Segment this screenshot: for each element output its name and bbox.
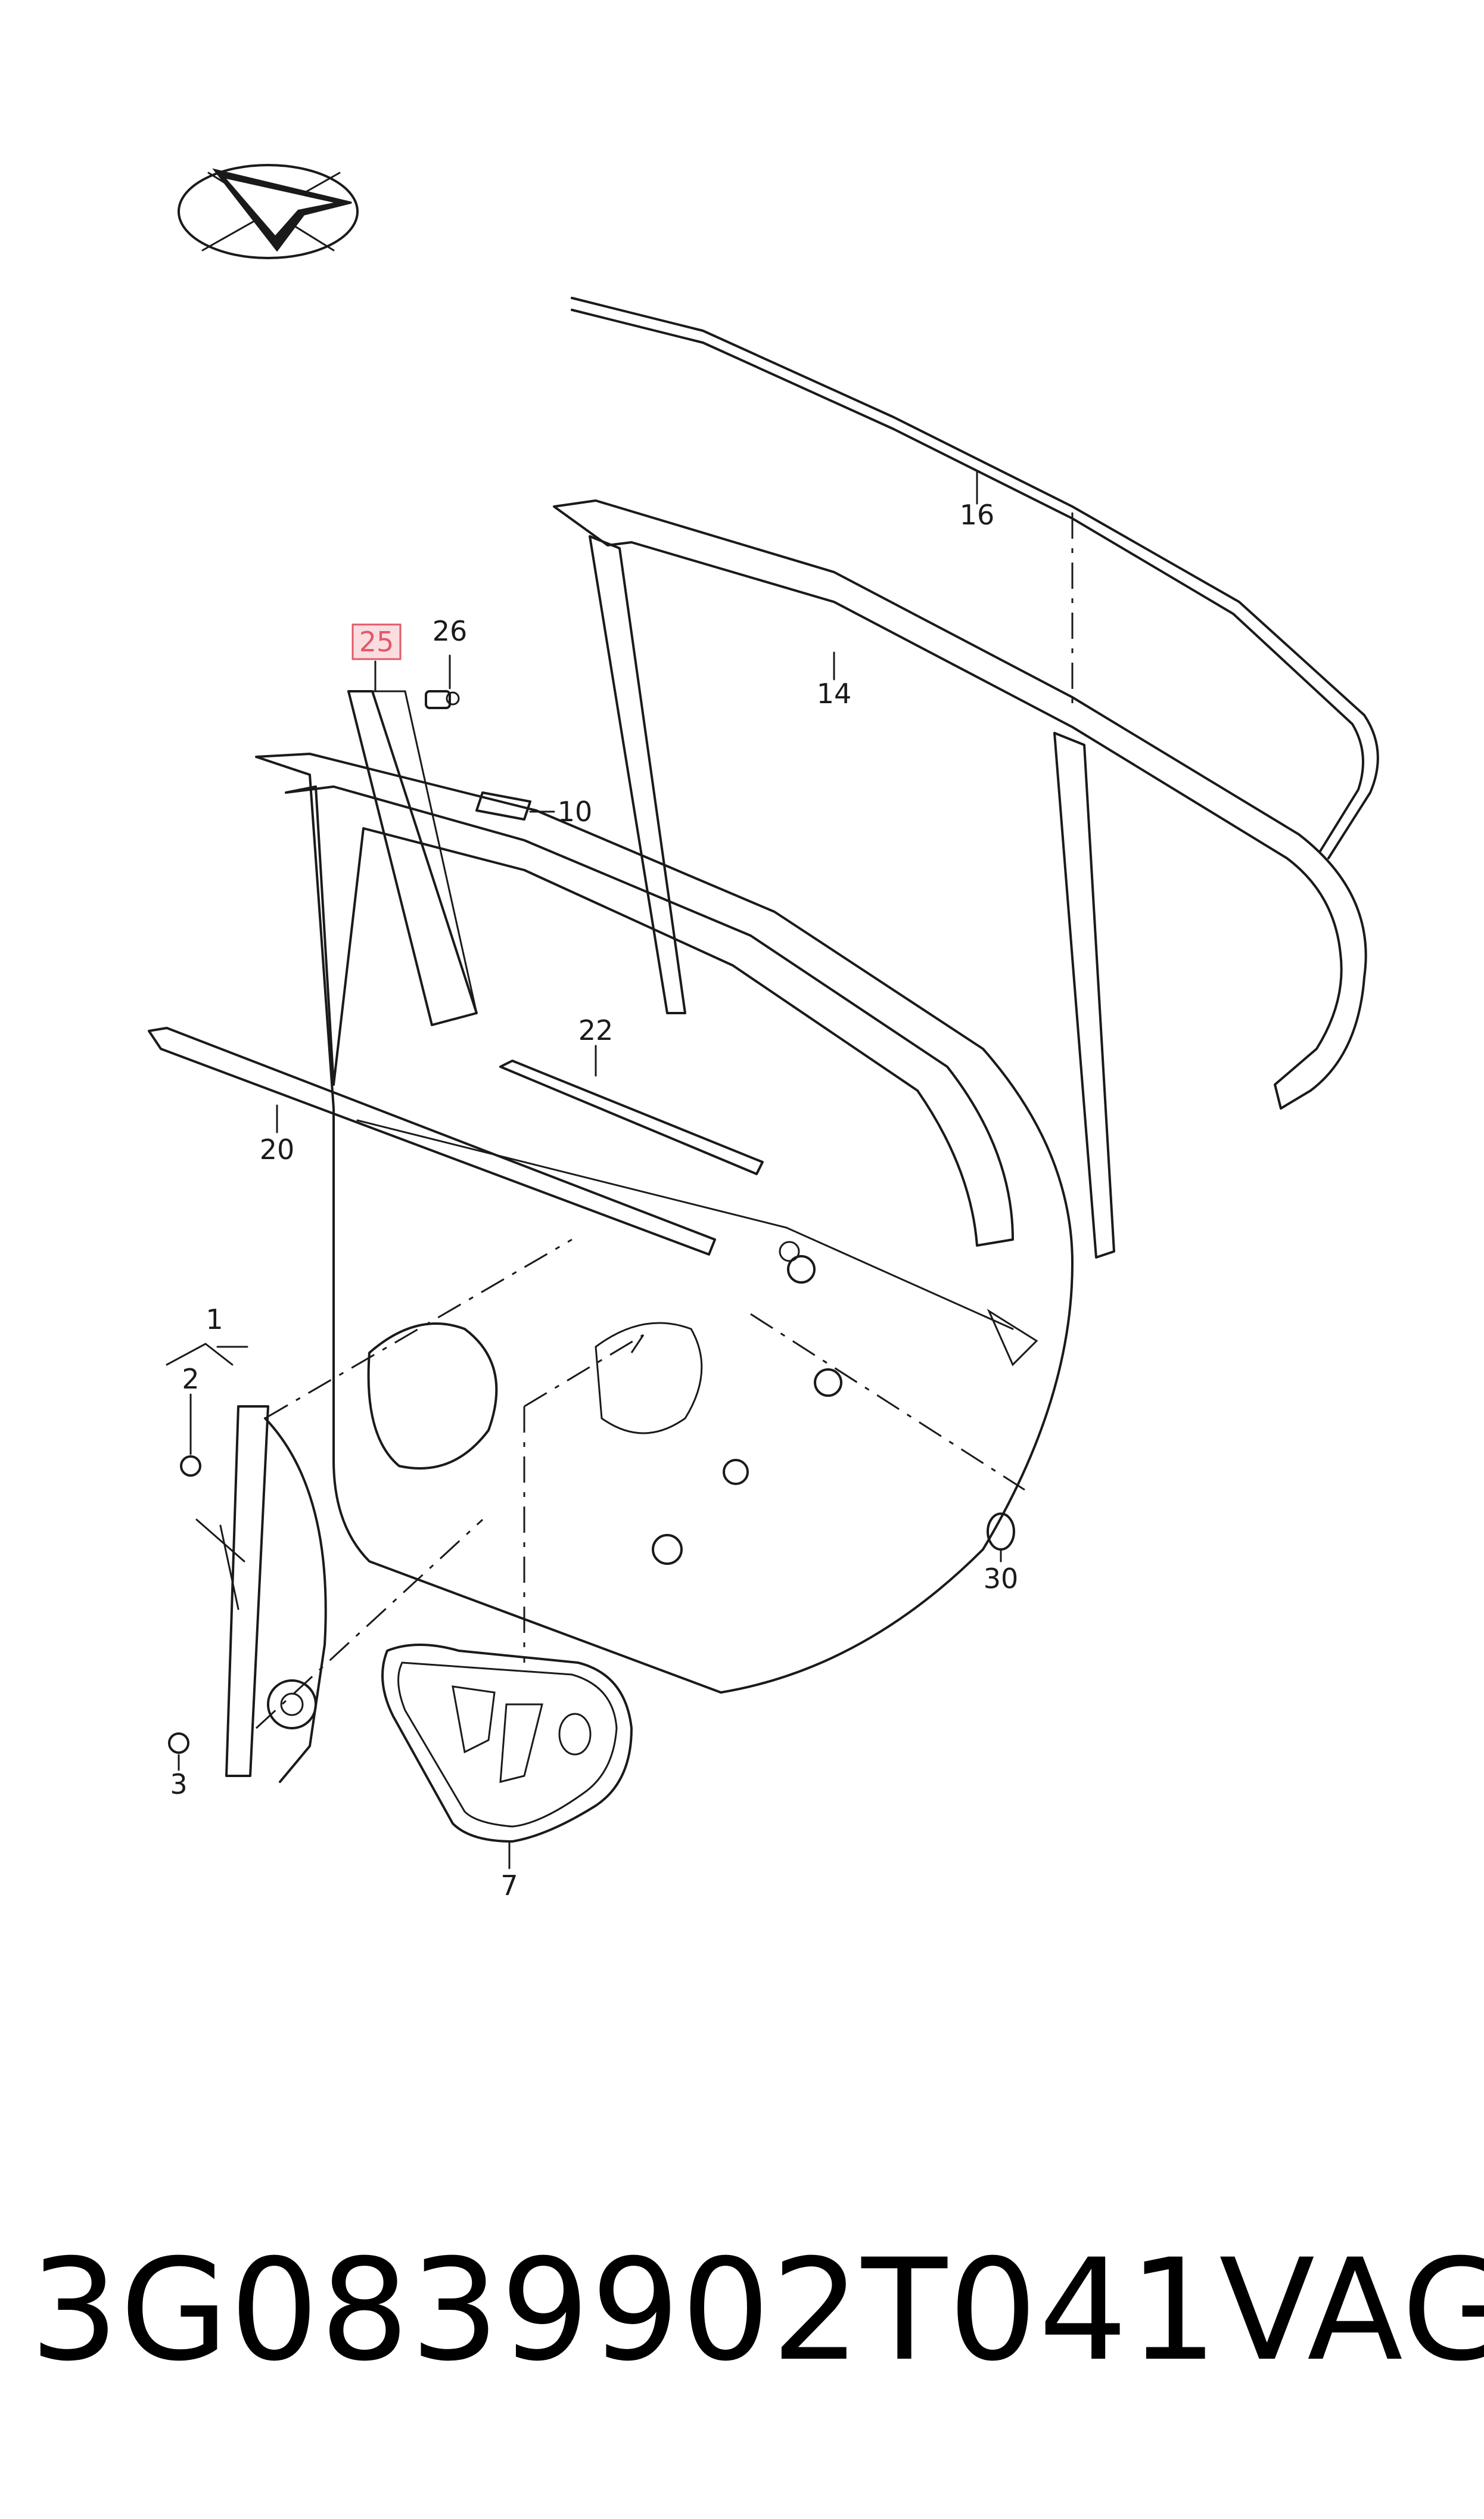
callout-14: 14: [817, 678, 852, 710]
part-2-nut: [180, 1455, 201, 1477]
callout-2: 2: [182, 1363, 199, 1395]
callout-25: 25: [359, 626, 394, 658]
leader-lines: [166, 470, 1002, 1869]
callout-7: 7: [500, 1869, 518, 1902]
door-shell: [255, 753, 1074, 1694]
part-14-frame-seal: [553, 499, 1367, 1259]
part-25-window-channel: [347, 690, 478, 1026]
callout-25-highlight: [351, 623, 402, 660]
vehicle-direction-arrow-icon: [178, 164, 359, 259]
callout-3: 3: [170, 1768, 187, 1800]
assembly-lines: [255, 1238, 1025, 1729]
part-10-pad: [475, 791, 531, 821]
callout-labels: 16 14 25 26 10 22 20 1 2 3 7 30: [170, 499, 1018, 1902]
callout-16: 16: [960, 499, 995, 531]
part-26-clip: [425, 690, 460, 709]
callout-20: 20: [260, 1133, 295, 1166]
callout-22: 22: [578, 1014, 614, 1046]
part-20-outer-seal: [148, 1027, 716, 1256]
callout-1: 1: [206, 1303, 223, 1335]
part-7-membrane: [381, 1644, 633, 1843]
callout-26: 26: [433, 615, 468, 647]
part-1-window-regulator: [195, 1405, 327, 1783]
callout-30: 30: [984, 1563, 1019, 1595]
brand-label: VAG: [1219, 2229, 1484, 2392]
part-number: 3G0839902T041: [30, 2229, 1219, 2392]
part-22-inner-seal: [499, 1060, 764, 1175]
part-3-nut: [168, 1732, 189, 1754]
callout-10: 10: [558, 796, 593, 828]
part-16-roof-seal: [571, 297, 1379, 859]
caption-bar: 3G0839902T041 VAG: [30, 2229, 1484, 2392]
